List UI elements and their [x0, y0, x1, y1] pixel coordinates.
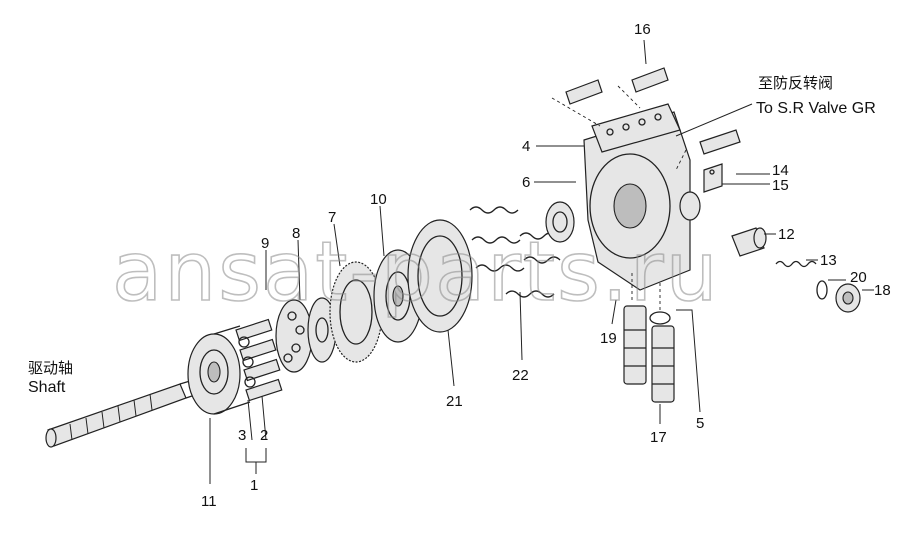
callout-11: 11	[201, 493, 217, 510]
callout-8: 8	[292, 225, 300, 242]
o-ring-5	[649, 311, 671, 325]
ring-21	[407, 219, 473, 333]
callout-15: 15	[772, 177, 789, 194]
shaft-label-en: Shaft	[28, 379, 66, 396]
callout-14: 14	[772, 162, 789, 179]
watermark: ansat-parts.ru	[112, 225, 720, 320]
callout-17: 17	[650, 429, 667, 446]
callout-16: 16	[634, 21, 651, 38]
valve-label-en: To S.R Valve GR	[756, 100, 876, 117]
callout-22: 22	[512, 367, 529, 384]
retainer-plate-9	[275, 299, 313, 373]
plug-12	[731, 227, 767, 257]
o-ring-20	[816, 280, 828, 300]
spring-13	[775, 260, 817, 268]
shaft-label-cn: 驱动轴	[28, 359, 73, 377]
bearing-6	[545, 201, 575, 243]
valve-label-cn: 至防反转阀	[758, 74, 833, 92]
callout-6: 6	[522, 174, 530, 191]
leader-lines	[209, 39, 874, 484]
bolts-16	[551, 67, 741, 171]
callout-20: 20	[850, 269, 867, 286]
callout-13: 13	[820, 252, 837, 269]
relief-valve-19	[623, 305, 647, 385]
drive-shaft	[45, 377, 205, 448]
callout-2: 2	[260, 427, 268, 444]
callout-10: 10	[370, 191, 387, 208]
shoe-plate-11	[187, 325, 251, 415]
callout-9: 9	[261, 235, 269, 252]
callout-19: 19	[600, 330, 617, 347]
pistons-assembly	[235, 318, 283, 402]
callout-7: 7	[328, 209, 336, 226]
callout-18: 18	[874, 282, 891, 299]
callout-4: 4	[522, 138, 530, 155]
plug-18	[835, 283, 861, 313]
callout-5: 5	[696, 415, 704, 432]
plate-14-15	[703, 163, 723, 193]
housing-4	[583, 103, 701, 291]
relief-valve-17	[651, 325, 675, 403]
valve-dash-guides	[631, 270, 661, 310]
callout-3: 3	[238, 427, 246, 444]
callout-12: 12	[778, 226, 795, 243]
callout-1: 1	[250, 477, 258, 494]
callout-21: 21	[446, 393, 463, 410]
